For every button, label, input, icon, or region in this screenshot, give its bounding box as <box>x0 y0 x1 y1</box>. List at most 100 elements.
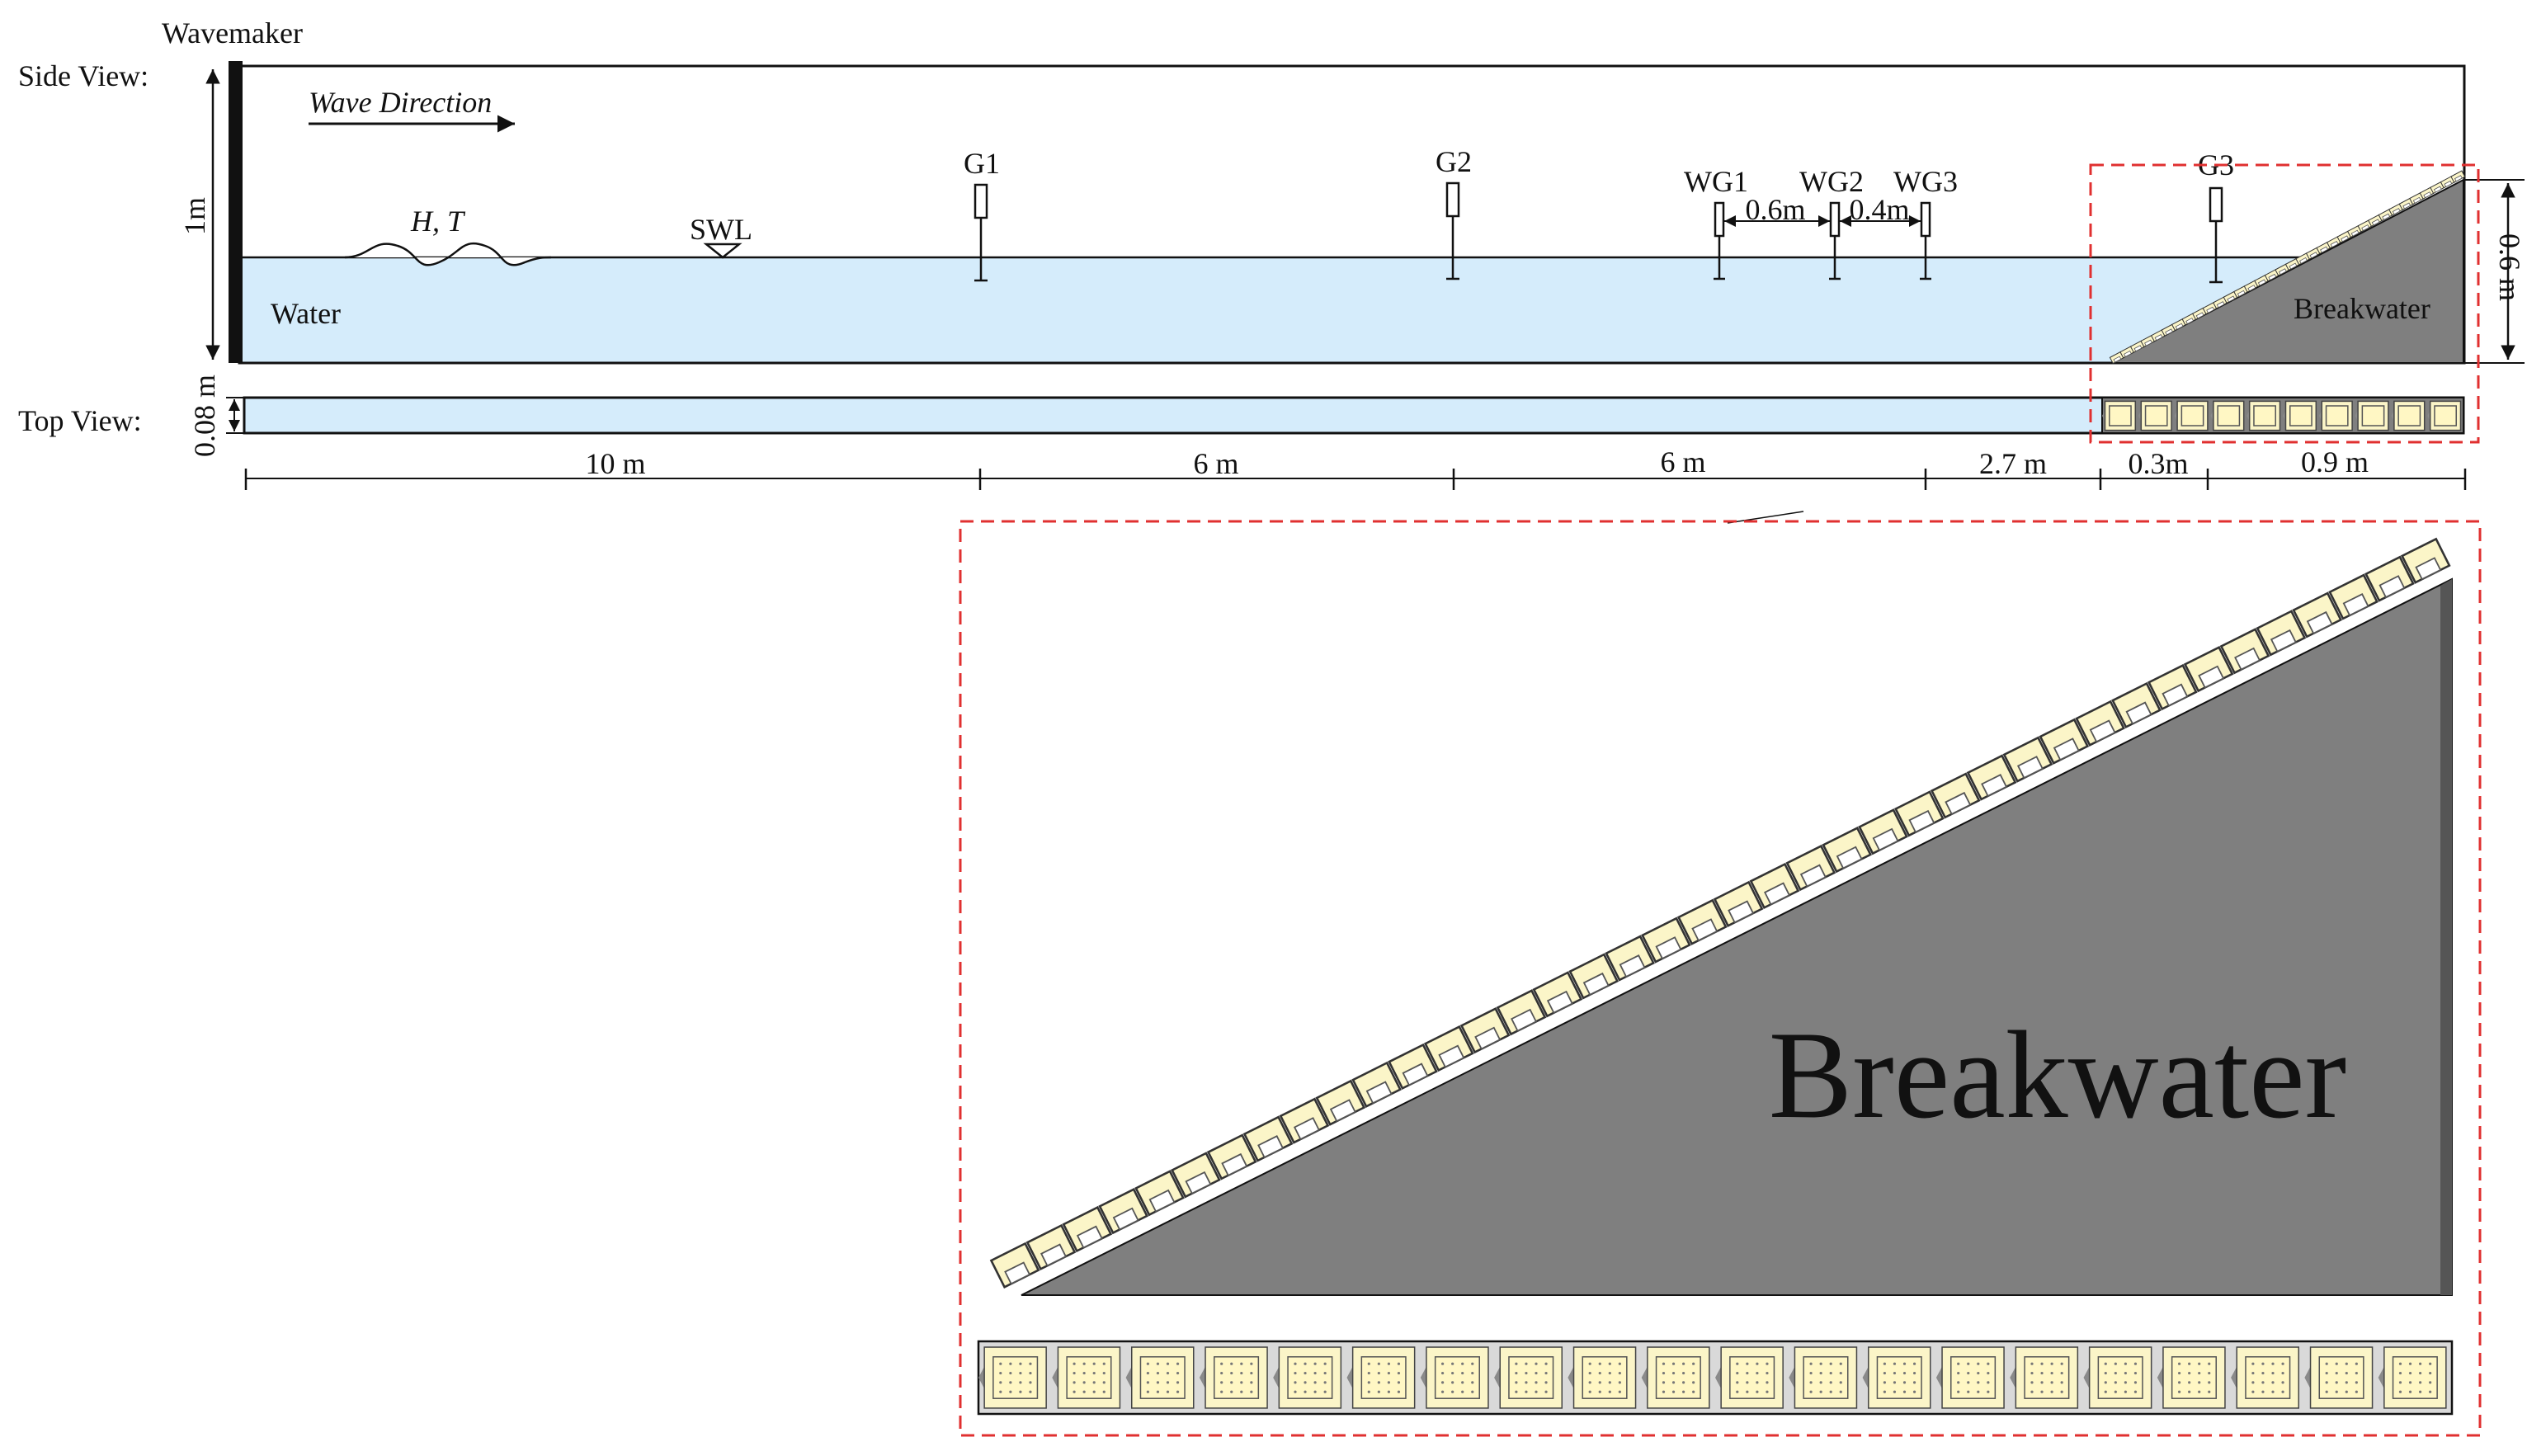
armour-block <box>1749 862 1800 910</box>
armour-dot <box>1987 1371 1990 1375</box>
armour-dot <box>1397 1390 1401 1393</box>
armour-dot <box>1535 1381 1538 1384</box>
swl-triangle-icon <box>703 243 743 259</box>
armour-dot <box>1766 1371 1769 1375</box>
armour-block <box>2400 537 2451 584</box>
armour-dot <box>1902 1390 1907 1393</box>
enlarged-armour-layer <box>989 537 2451 1289</box>
gauge-sensor <box>1714 201 1725 238</box>
armour-dot <box>1304 1362 1307 1365</box>
segment-length-label: 6 m <box>1193 447 1238 480</box>
armour-dot <box>1893 1371 1897 1375</box>
armour-dot <box>2050 1371 2053 1375</box>
armour-dot <box>1746 1362 1749 1365</box>
armour-block <box>1388 1043 1438 1091</box>
armour-dot <box>2325 1371 2328 1375</box>
armour-dot <box>1544 1381 1548 1384</box>
armour-dot <box>1387 1371 1391 1375</box>
armour-block-notch <box>2371 219 2380 226</box>
enlarged-breakwater-edge <box>2440 579 2452 1295</box>
armour-dot <box>1756 1371 1759 1375</box>
armour-dot <box>1073 1390 1076 1393</box>
armour-dot <box>1736 1390 1739 1393</box>
top-view-label: Top View: <box>18 404 142 437</box>
armour-dot <box>1387 1381 1391 1384</box>
armour-block <box>1605 935 1655 982</box>
armour-dot <box>1471 1390 1474 1393</box>
armour-dot <box>1608 1390 1611 1393</box>
armour-block-notch <box>2268 273 2277 280</box>
armour-block-notch <box>2350 229 2360 237</box>
armour-dot <box>1987 1362 1990 1365</box>
armour-block-notch <box>2378 575 2406 599</box>
armour-block-notch <box>2299 257 2308 264</box>
armour-block-notch <box>1872 827 1899 851</box>
armour-block-notch <box>1112 1207 1139 1231</box>
armour-dot <box>1146 1362 1149 1365</box>
armour-dot <box>1829 1390 1832 1393</box>
armour-dot <box>2050 1390 2053 1393</box>
armour-dot <box>1515 1371 1518 1375</box>
armour-block-notch <box>2361 224 2370 232</box>
armour-block <box>2388 203 2404 216</box>
armour-dot <box>1682 1371 1685 1375</box>
armour-dot <box>1544 1362 1548 1365</box>
gauge-sensor <box>974 183 988 219</box>
armour-dot <box>1092 1371 1096 1375</box>
armour-block-notch <box>1221 1152 1248 1177</box>
armour-dot <box>1912 1390 1916 1393</box>
armour-plan-inner <box>2361 405 2385 426</box>
armour-dot <box>1902 1371 1907 1375</box>
armour-block-notch <box>2227 295 2236 303</box>
armour-dot <box>1608 1371 1611 1375</box>
armour-block-notch <box>1293 1117 1320 1141</box>
armour-dot <box>1019 1390 1022 1393</box>
armour-dot <box>1766 1390 1769 1393</box>
armour-dot <box>1809 1362 1813 1365</box>
armour-block <box>1279 1097 1330 1144</box>
segment-length-label: 0.9 m <box>2301 445 2369 478</box>
armour-block <box>2378 208 2393 222</box>
armour-dot <box>1883 1362 1886 1365</box>
armour-block <box>1423 1025 1474 1072</box>
armour-dot <box>1073 1381 1076 1384</box>
armour-dot <box>2345 1381 2348 1384</box>
armour-block <box>2409 192 2425 205</box>
armour-dot <box>1525 1362 1528 1365</box>
armour-block-notch <box>2382 213 2391 220</box>
tank-width-label: 0.08 m <box>188 375 221 457</box>
wave-symbol <box>344 242 552 266</box>
armour-block-notch <box>1185 1171 1212 1194</box>
armour-dot <box>1367 1381 1370 1384</box>
armour-dot <box>1176 1371 1180 1375</box>
armour-dot <box>2419 1381 2422 1384</box>
breakwater-height-label: 0.6 m <box>2493 233 2526 301</box>
armour-dot <box>1671 1362 1676 1365</box>
armour-block-notch <box>1438 1044 1465 1068</box>
armour-dot <box>1662 1381 1666 1384</box>
armour-dot <box>1294 1371 1297 1375</box>
top-view: Top View: 0.08 m <box>18 375 2465 457</box>
armour-dot <box>1009 1371 1012 1375</box>
armour-dot <box>1987 1390 1990 1393</box>
armour-dot <box>1883 1390 1886 1393</box>
armour-block <box>2039 718 2090 765</box>
armour-dot <box>1746 1381 1749 1384</box>
armour-dot <box>2040 1381 2044 1384</box>
armour-dot <box>2114 1381 2117 1384</box>
armour-dot <box>1397 1362 1401 1365</box>
armour-dot <box>2124 1362 2128 1365</box>
armour-block-notch <box>2185 318 2195 325</box>
armour-dot <box>1819 1390 1822 1393</box>
armour-dot <box>2060 1381 2063 1384</box>
armour-dot <box>1313 1381 1317 1384</box>
enlarged-breakwater-body <box>1021 577 2453 1296</box>
armour-block-notch <box>1799 864 1827 888</box>
armour-block-notch <box>2125 701 2152 725</box>
armour-block <box>2147 663 2198 711</box>
armour-dot <box>2345 1390 2348 1393</box>
armour-block-notch <box>1511 1008 1538 1032</box>
armour-dot <box>1440 1390 1445 1393</box>
armour-dot <box>2419 1390 2422 1393</box>
armour-dot <box>1746 1371 1749 1375</box>
